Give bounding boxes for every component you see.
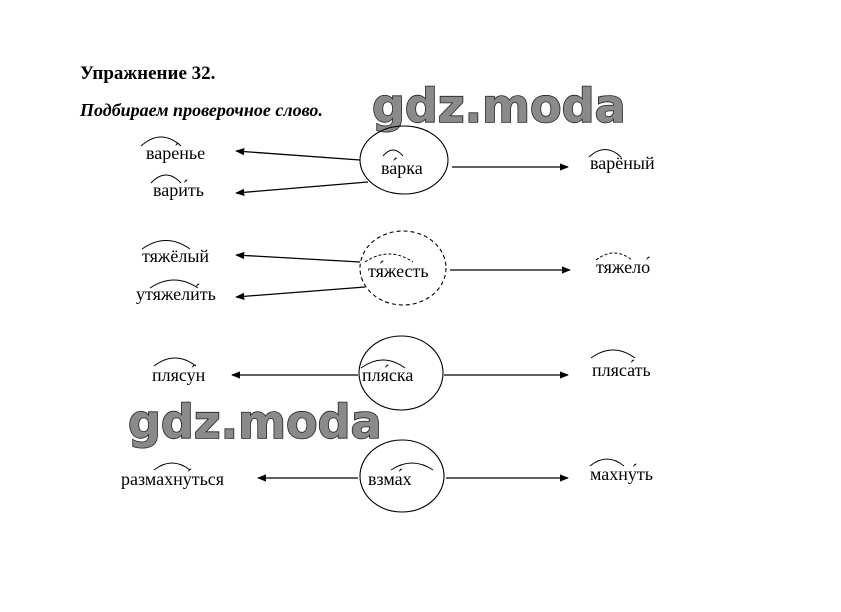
center-word-circle xyxy=(359,439,445,513)
word-row-3: пля́ска плясу́н пляса́ть xyxy=(152,335,651,411)
related-word-right: варёный xyxy=(590,153,655,173)
related-word-left: вари́ть xyxy=(153,179,204,200)
root-arc-mark xyxy=(390,462,434,471)
center-word: ва́рка xyxy=(381,157,423,178)
related-word-right: пляса́ть xyxy=(592,359,651,380)
arrow-left xyxy=(235,181,369,196)
related-word-left: утяжели́ть xyxy=(136,283,216,304)
related-word-left: тяжёлый xyxy=(142,246,209,266)
root-arc-mark xyxy=(149,279,199,289)
word-row-4: взма́х размахну́ться махну́ть xyxy=(121,439,653,513)
word-row-1: ва́рка варе́нье вари́ть варёный xyxy=(140,125,655,200)
center-word: тя́жесть xyxy=(368,260,429,281)
root-arc-mark xyxy=(140,136,182,147)
exercise-title: Упражнение 32. xyxy=(80,63,215,84)
center-word: взма́х xyxy=(368,468,412,489)
watermark-top: gdz.moda xyxy=(372,79,626,133)
root-arc-mark xyxy=(590,349,636,359)
root-arc-mark xyxy=(141,240,191,250)
center-word-circle xyxy=(359,230,447,306)
related-word-right: тяжело́ xyxy=(596,256,650,277)
watermark-middle: gdz.moda xyxy=(128,395,382,449)
related-word-left: размахну́ться xyxy=(121,468,224,489)
arrow-left xyxy=(235,286,366,300)
root-arc-mark xyxy=(595,252,633,261)
root-arc-mark xyxy=(150,174,182,184)
word-row-2: тя́жесть тяжёлый утяжели́ть тяжело́ xyxy=(136,230,650,306)
related-word-left: варе́нье xyxy=(146,142,205,163)
root-arc-mark xyxy=(588,149,622,158)
root-arc-mark xyxy=(589,458,625,467)
arrow-left xyxy=(235,251,361,263)
root-arc-mark xyxy=(153,357,197,367)
root-arc-mark xyxy=(153,462,191,471)
center-word-circle xyxy=(358,335,444,411)
arrow-left xyxy=(235,147,361,161)
related-word-right: махну́ть xyxy=(590,463,653,484)
related-word-left: плясу́н xyxy=(152,364,206,385)
root-arc-mark xyxy=(364,253,414,263)
exercise-subtitle: Подбираем проверочное слово. xyxy=(79,100,323,120)
root-arc-mark xyxy=(360,359,406,369)
center-word: пля́ска xyxy=(362,364,413,385)
root-arc-mark xyxy=(382,149,404,157)
